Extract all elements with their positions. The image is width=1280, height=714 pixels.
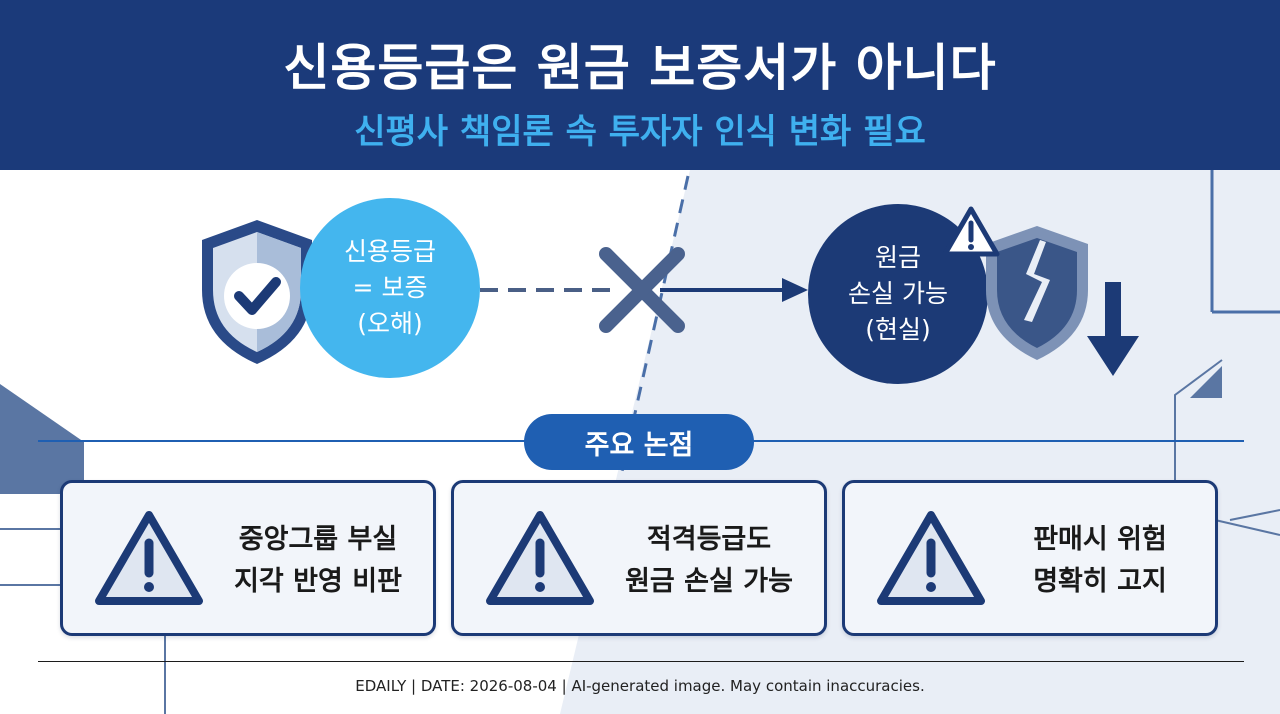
misconception-circle: 신용등급 = 보증 (오해) (300, 198, 480, 378)
footer-divider (38, 661, 1244, 662)
page-title: 신용등급은 원금 보증서가 아니다 (283, 39, 997, 97)
broken-shield-icon (986, 226, 1088, 360)
page-subtitle: 신평사 책임론 속 투자자 인식 변화 필요 (354, 112, 926, 152)
issue-card: 적격등급도 원금 손실 가능 (451, 480, 827, 636)
reality-line: 원금 (874, 243, 921, 272)
warning-icon (486, 511, 594, 605)
card-line: 적격등급도 (646, 524, 772, 555)
issue-card: 중앙그룹 부실 지각 반영 비판 (60, 480, 436, 636)
shield-check-icon (202, 220, 312, 364)
card-line: 중앙그룹 부실 (238, 524, 398, 555)
card-line: 명확히 고지 (1033, 566, 1167, 597)
misconception-line: = 보증 (352, 273, 428, 302)
misconception-line: 신용등급 (343, 237, 436, 266)
issue-card: 판매시 위험 명확히 고지 (842, 480, 1218, 636)
misconception-line: (오해) (357, 309, 423, 338)
connector-graphic (480, 278, 808, 302)
cross-icon (599, 247, 685, 333)
reality-line: (현실) (865, 315, 931, 344)
reality-line: 손실 가능 (848, 279, 948, 308)
header-banner: 신용등급은 원금 보증서가 아니다 신평사 책임론 속 투자자 인식 변화 필요 (0, 0, 1280, 170)
warning-icon (95, 511, 203, 605)
card-line: 원금 손실 가능 (625, 566, 793, 597)
section-label: 주요 논점 (524, 414, 754, 470)
card-line: 지각 반영 비판 (234, 566, 402, 597)
warning-icon (942, 206, 1000, 257)
card-line: 판매시 위험 (1033, 524, 1167, 555)
footer-text: EDAILY | DATE: 2026-08-04 | AI-generated… (355, 677, 925, 695)
warning-icon (877, 511, 985, 605)
arrow-down-icon (1087, 282, 1139, 376)
